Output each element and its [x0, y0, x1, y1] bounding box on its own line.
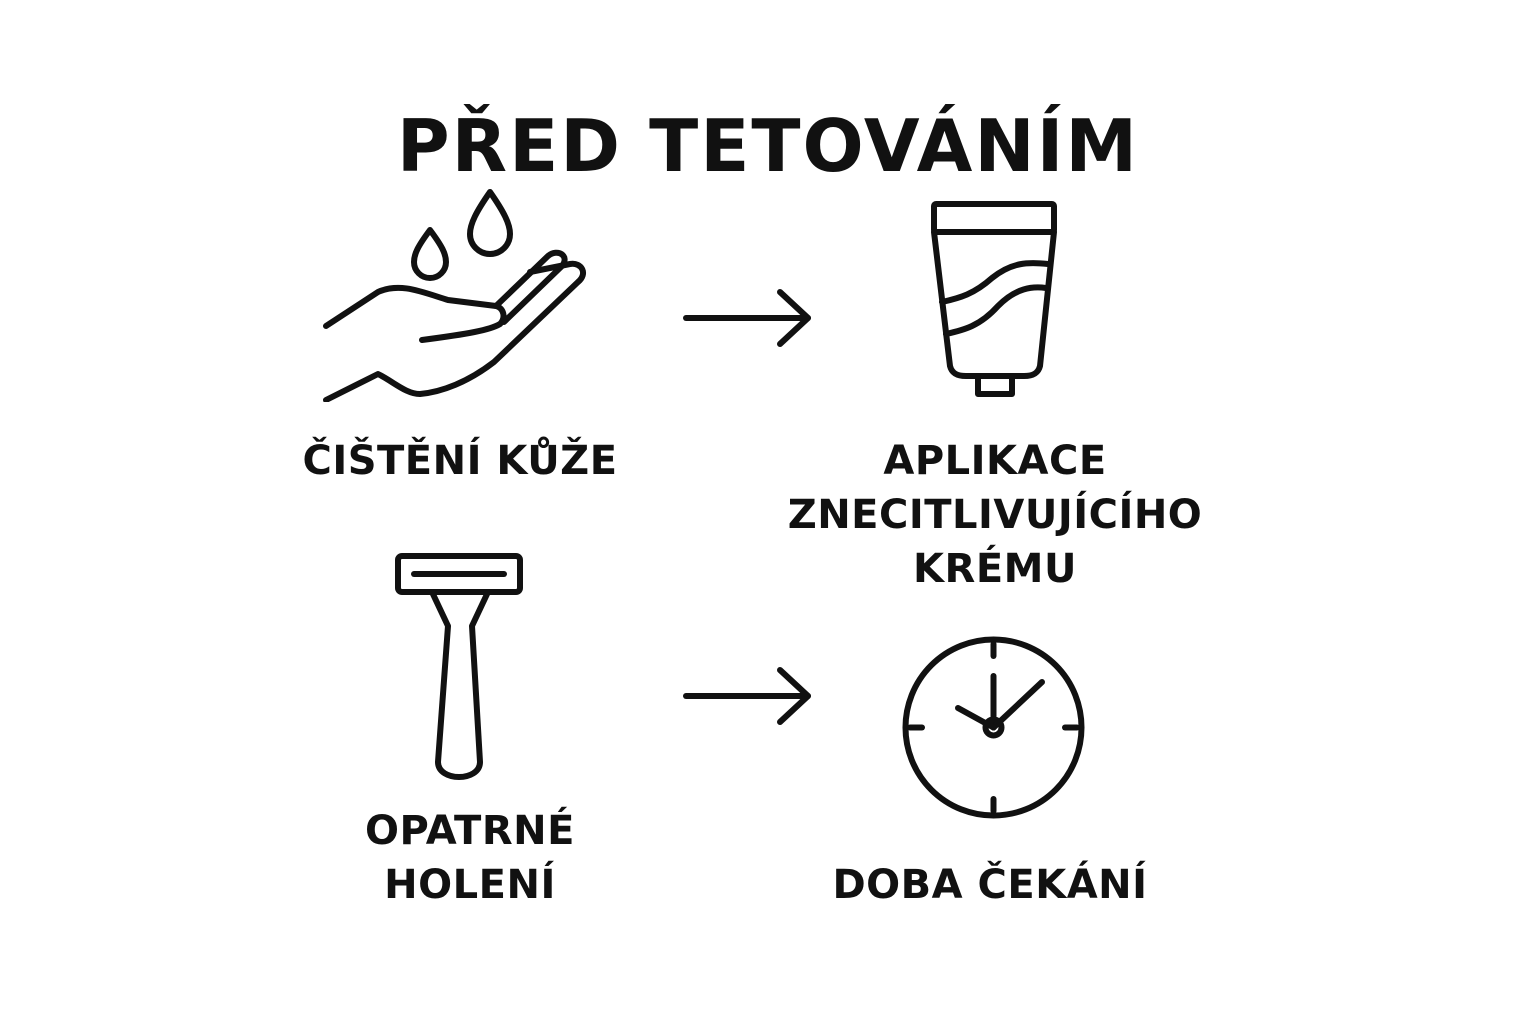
diagram-title: PŘED TETOVÁNÍM — [396, 104, 1140, 189]
arrow-right-icon — [682, 666, 818, 726]
step-label-waiting-time: DOBA ČEKÁNÍ — [832, 862, 1148, 908]
hand-water-drops-icon — [318, 182, 608, 402]
step-label-cleaning: ČIŠTĚNÍ KŮŽE — [302, 438, 618, 484]
clock-icon — [896, 630, 1091, 825]
cream-tube-icon — [920, 198, 1070, 402]
step-label-shaving: OPATRNÉ HOLENÍ — [365, 808, 575, 908]
step-label-numbing-cream: APLIKACE ZNECITLIVUJÍCÍHO KRÉMU — [787, 438, 1203, 592]
razor-icon — [388, 550, 528, 785]
arrow-right-icon — [682, 288, 818, 348]
